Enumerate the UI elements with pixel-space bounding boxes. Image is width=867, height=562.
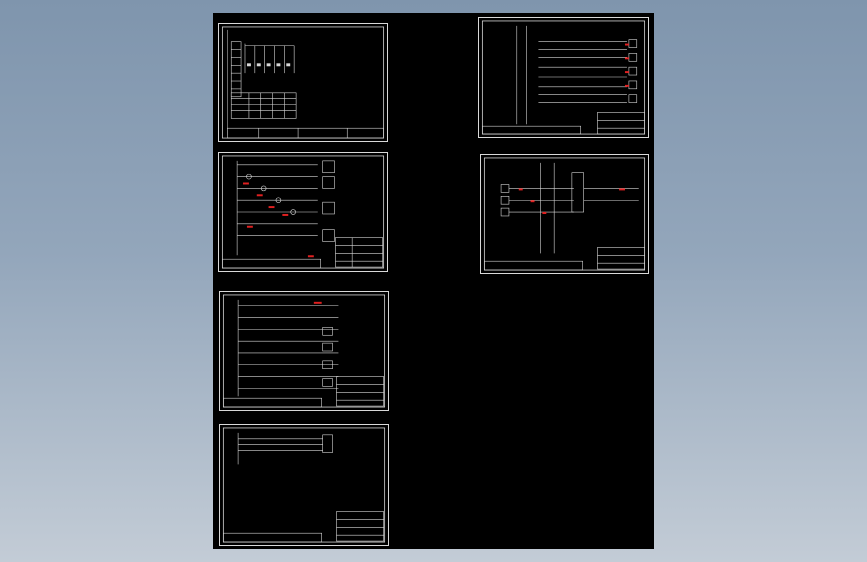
- drawing-sheet-1[interactable]: [218, 23, 388, 142]
- drawing-sheet-2[interactable]: [218, 152, 388, 272]
- drawing-sheet-3[interactable]: [219, 291, 389, 411]
- sheet-6-graphics: [483, 157, 646, 271]
- sheet-4-graphics: [222, 427, 386, 543]
- sheet-3-graphics: [222, 294, 386, 408]
- drawing-sheet-4[interactable]: [219, 424, 389, 546]
- sheet-1-graphics: [221, 26, 385, 139]
- cad-model-space[interactable]: [213, 13, 654, 549]
- sheet-5-graphics: [481, 20, 646, 135]
- sheet-2-graphics: [221, 155, 385, 269]
- drawing-sheet-5[interactable]: [478, 17, 649, 138]
- drawing-sheet-6[interactable]: [480, 154, 649, 274]
